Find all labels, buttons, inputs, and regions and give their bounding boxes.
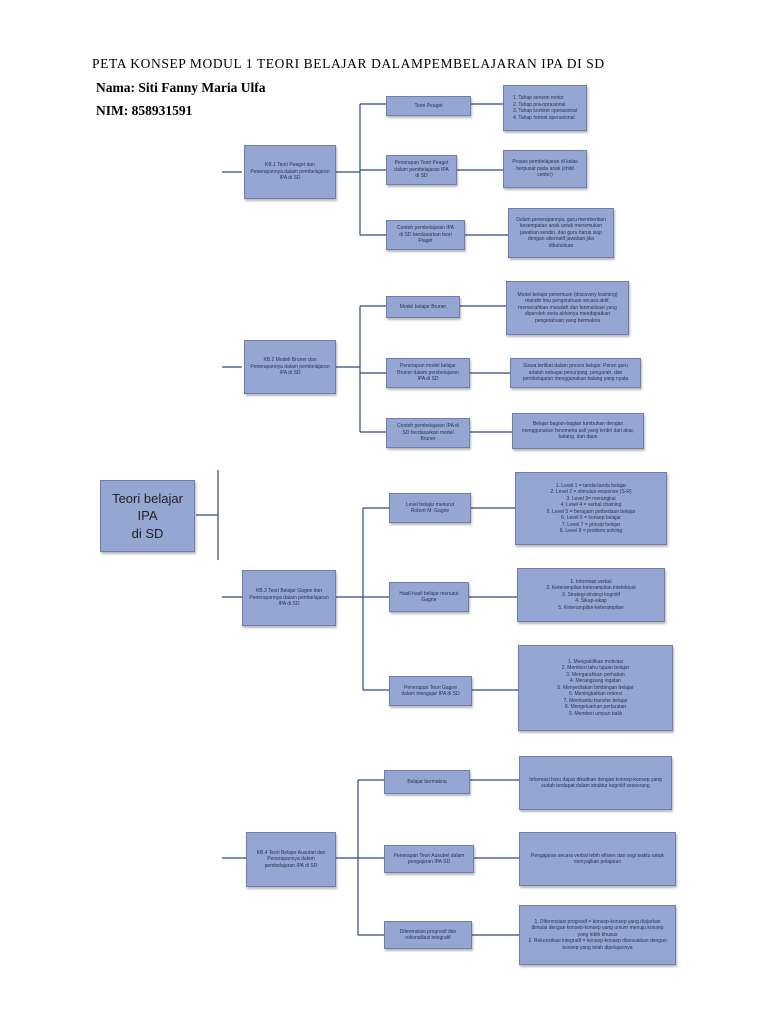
kb4-branch-differentiation: Diferensiasi progresif dan rekonsiliasi … (384, 921, 472, 949)
root-node: Teori belajar IPA di SD (100, 480, 195, 552)
student-name: Nama: Siti Fanny Maria Ulfa (96, 80, 266, 95)
kb4-node: KB.4 Teori Belajar Ausubel dan Penerapan… (246, 832, 336, 887)
student-nim: NIM: 858931591 (96, 103, 193, 118)
kb4-branch-application: Penerapan Teori Ausubel dalam pengajaran… (384, 845, 474, 873)
kb2-branch-example: Contoh pembelajaran IPA di SD berdasarka… (386, 418, 470, 448)
kb3-detail-application: 1. Mengaktifkan motivasi 2. Memberi tahu… (518, 645, 673, 731)
kb2-node: KB.2 Modeli Bruner dan Penerapannya dala… (244, 340, 336, 394)
kb2-detail-model: Model belajar penemuan (discovery learni… (506, 281, 629, 335)
kb2-branch-model: Model belajar Bruner (386, 296, 460, 318)
kb2-connector (222, 305, 512, 433)
kb1-detail-application: Proses pembelajaran di kelas berpusat pa… (503, 150, 587, 188)
kb3-detail-outcomes: 1. Informasi verbal 2. Keterampilan-kete… (517, 568, 665, 622)
kb4-branch-meaningful: Belajar bermakna (384, 770, 470, 794)
kb1-node: KB.1 Teori Peaget dan Penerapannya dalam… (244, 145, 336, 199)
page-title: PETA KONSEP MODUL 1 TEORI BELAJAR DALAMP… (92, 56, 605, 71)
kb3-branch-outcomes: Hasil-hasil belajar menurut Gagne (389, 582, 469, 612)
kb1-branch-example: Contoh pembelajaran IPA di SD berdasarka… (386, 220, 465, 250)
kb3-connector (222, 507, 518, 691)
kb4-detail-application: Pengajaran secara verbal lebih efisien d… (519, 832, 676, 886)
kb4-detail-differentiation: 1. Diferensiasi progresif = konsep-konse… (519, 905, 676, 965)
kb3-detail-levels: 1. Level 1 = tanda-tanda belajar 2. Leve… (515, 472, 667, 545)
kb4-connector (222, 779, 519, 936)
kb1-branch-theory: Teori Peaget (386, 96, 471, 116)
kb3-branch-application: Penerapan Teori Gagne dalam mengajar IPA… (389, 676, 472, 706)
root-connector (196, 470, 219, 560)
kb1-detail-example: Dalam penerapannya, guru memberikan kese… (508, 208, 614, 258)
kb4-detail-meaningful: Informasi baru dapat dikaitkan dengan ko… (519, 756, 672, 810)
kb2-detail-example: Belajar bagian-bagian tumbuhan dengan me… (512, 413, 644, 449)
kb3-branch-levels: Level belajar menurut Robert M. Gagne (389, 493, 471, 523)
kb3-node: KB.3 Teori Belajar Gagne dan Penerapanny… (242, 570, 336, 626)
kb2-detail-application: Siswa terlibat dalam proses belajar. Per… (510, 358, 641, 388)
kb1-branch-application: Penerapan Teori Peaget dalam pembelajara… (386, 155, 457, 185)
kb1-detail-stages: 1. Tahap sensori motor 2. Tahap pra-opra… (503, 85, 587, 131)
kb2-branch-application: Penerapan model belajar Bruner dalam pem… (386, 358, 470, 388)
kb1-connector (222, 103, 508, 236)
